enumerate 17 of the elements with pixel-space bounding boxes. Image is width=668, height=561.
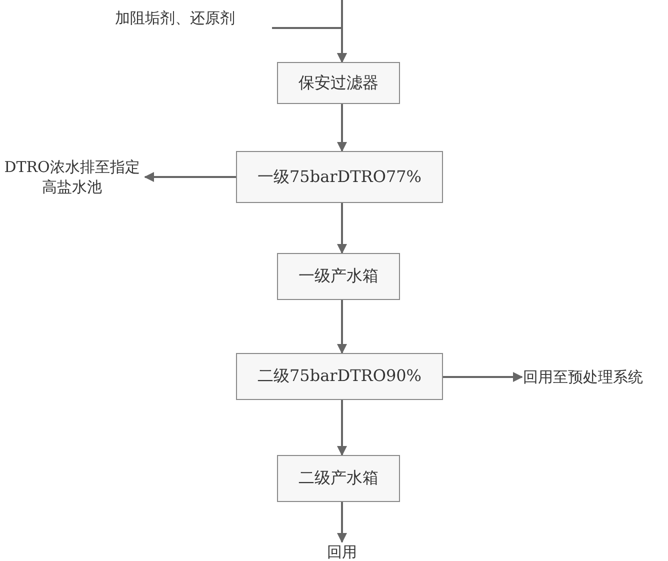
flow-text: DTRO浓水排至指定高盐水池	[0, 157, 144, 197]
process-box: 保安过滤器	[277, 62, 400, 104]
arrow	[337, 203, 347, 254]
process-box: 一级产水箱	[277, 253, 400, 300]
process-box: 二级75barDTRO90%	[236, 353, 443, 400]
process-box: 一级75barDTRO77%	[236, 151, 443, 203]
arrow	[272, 27, 347, 63]
process-box: 二级产水箱	[277, 455, 400, 502]
arrow	[337, 104, 347, 152]
arrow	[337, 300, 347, 354]
arrow	[144, 172, 236, 182]
arrow	[337, 400, 347, 456]
arrow	[337, 502, 347, 543]
arrow	[443, 372, 523, 382]
flow-text: 加阻垢剂、还原剂	[115, 8, 270, 28]
flow-text: 回用至预处理系统	[523, 367, 668, 387]
flow-text: 回用	[320, 542, 364, 561]
